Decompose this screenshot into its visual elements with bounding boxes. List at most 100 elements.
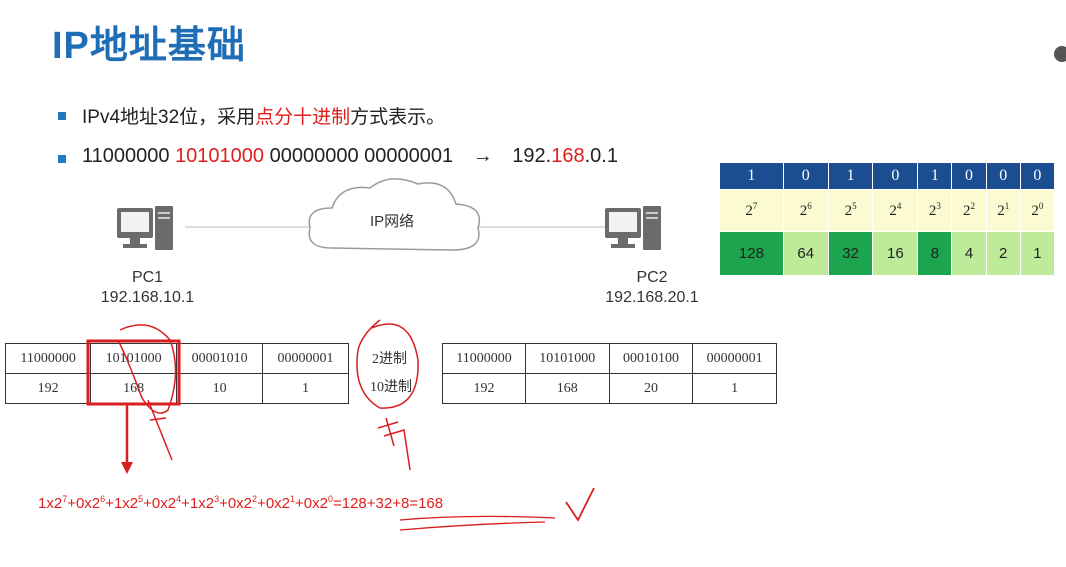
value-cell: 64 <box>782 231 829 276</box>
power-cell: 20 <box>1019 189 1056 232</box>
formula-operator: + <box>257 495 266 512</box>
power-exponent: 0 <box>1038 201 1044 211</box>
decimal-part: .0.1 <box>584 145 618 167</box>
decimal-cell: 20 <box>608 373 694 404</box>
decimal-cell: 10 <box>176 373 264 404</box>
ip-table-pc1: 11000000 10101000 00001010 00000001 192 … <box>4 343 349 404</box>
formula-term: 0x2 <box>151 495 177 512</box>
formula-result: =128+32+8=168 <box>332 495 444 512</box>
formula-operator: + <box>105 495 114 512</box>
bullet1-pre: IPv4地址32位，采用 <box>82 107 256 128</box>
decimal-part: 192. <box>512 145 552 167</box>
bit-cell: 0 <box>782 162 829 190</box>
binary-cell: 00010100 <box>608 343 694 374</box>
power-base: 2 <box>844 203 853 219</box>
binary-conversion-formula: 1x27+0x26+1x25+0x24+1x23+0x22+0x21+0x20=… <box>38 494 443 512</box>
cloud-label: IP网络 <box>370 213 415 230</box>
bit-cell: 0 <box>985 162 1021 190</box>
power-base: 2 <box>997 203 1005 219</box>
pc2-icon <box>605 206 661 250</box>
binary-cell: 00000001 <box>692 343 777 374</box>
bullet-marker <box>58 155 66 163</box>
pc2-label: PC2 192.168.20.1 <box>592 268 712 308</box>
decimal-part-highlight: 168 <box>551 145 585 167</box>
power-base: 2 <box>745 203 753 219</box>
bullet1-highlight: 点分十进制 <box>255 107 351 128</box>
decimal-cell: 168 <box>524 373 610 404</box>
value-cell: 4 <box>951 231 987 276</box>
power-cell: 27 <box>719 189 784 232</box>
pc1-label: PC1 192.168.10.1 <box>90 268 205 308</box>
value-cell: 16 <box>872 231 919 276</box>
power-base: 2 <box>963 203 971 219</box>
pc1-icon <box>117 206 173 250</box>
formula-operator: + <box>295 495 304 512</box>
pc2-name: PC2 <box>636 269 668 286</box>
scroll-indicator[interactable] <box>1054 46 1066 62</box>
binary-octet: 00000001 <box>364 145 454 167</box>
pc1-ip: 192.168.10.1 <box>100 289 195 306</box>
value-cell: 32 <box>827 231 874 276</box>
formula-exponent: 1 <box>290 494 296 504</box>
pc1-name: PC1 <box>131 269 164 286</box>
binary-to-decimal-line: 11000000 10101000 00000000 00000001 → 19… <box>82 145 618 168</box>
handwritten-underline <box>399 515 556 531</box>
formula-exponent: 5 <box>138 494 144 504</box>
value-cell: 1 <box>1019 231 1056 276</box>
bullet-text-ipv4: IPv4地址32位，采用点分十进制方式表示。 <box>82 102 445 129</box>
formula-term: 1x2 <box>113 495 139 512</box>
decimal-cell: 192 <box>442 373 526 404</box>
decimal-cell: 1 <box>692 373 777 404</box>
binary-octet-highlight: 10101000 <box>175 145 265 167</box>
bit-cell: 1 <box>827 162 874 190</box>
checkmark-icon <box>565 487 595 522</box>
formula-operator: + <box>181 495 190 512</box>
bit-weight-table: 1 0 1 0 1 0 0 0 27 26 25 24 23 22 21 20 … <box>719 162 1056 276</box>
bit-cell: 0 <box>1019 162 1056 190</box>
formula-operator: + <box>67 495 76 512</box>
formula-term: 0x2 <box>303 495 328 512</box>
value-cell: 128 <box>719 231 784 276</box>
cloud-icon <box>308 178 480 251</box>
handwritten-mark <box>377 417 411 471</box>
power-cell: 24 <box>872 189 919 232</box>
binary-cell: 11000000 <box>4 343 92 374</box>
binary-cell: 00000001 <box>262 343 349 374</box>
power-cell: 22 <box>951 189 987 232</box>
bit-cell: 1 <box>917 162 953 190</box>
formula-term: 1x2 <box>38 495 63 512</box>
formula-exponent: 0 <box>327 494 333 504</box>
power-exponent: 4 <box>896 201 902 211</box>
pc2-ip: 192.168.20.1 <box>605 289 699 306</box>
formula-exponent: 7 <box>62 494 68 504</box>
note-decimal: 10进制 <box>370 380 412 395</box>
binary-octet: 11000000 <box>82 145 170 167</box>
power-exponent: 7 <box>752 201 758 211</box>
binary-octet: 00000000 <box>269 145 359 167</box>
binary-cell: 00001010 <box>176 343 264 374</box>
arrow-icon: → <box>472 145 493 167</box>
ip-table-pc2: 11000000 10101000 00010100 00000001 192 … <box>442 343 777 404</box>
formula-exponent: 6 <box>100 494 106 504</box>
bit-cell: 1 <box>719 162 784 190</box>
power-exponent: 3 <box>936 201 941 211</box>
binary-cell: 10101000 <box>90 343 178 374</box>
formula-term: 0x2 <box>227 495 253 512</box>
formula-operator: + <box>219 495 228 512</box>
network-diagram <box>117 178 661 251</box>
power-base: 2 <box>799 203 808 219</box>
power-exponent: 2 <box>970 201 976 211</box>
formula-exponent: 3 <box>214 494 220 504</box>
down-arrow-icon <box>121 462 133 474</box>
page-title: IP地址基础 <box>52 25 246 67</box>
decimal-cell: 192 <box>4 373 92 404</box>
note-binary: 2进制 <box>372 352 407 367</box>
formula-term: 0x2 <box>265 495 290 512</box>
power-exponent: 1 <box>1004 201 1010 211</box>
bit-cell: 0 <box>951 162 987 190</box>
power-base: 2 <box>928 203 937 219</box>
binary-cell: 10101000 <box>524 343 610 374</box>
value-cell: 8 <box>917 231 953 276</box>
bit-cell: 0 <box>872 162 919 190</box>
bullet-marker <box>58 112 66 120</box>
